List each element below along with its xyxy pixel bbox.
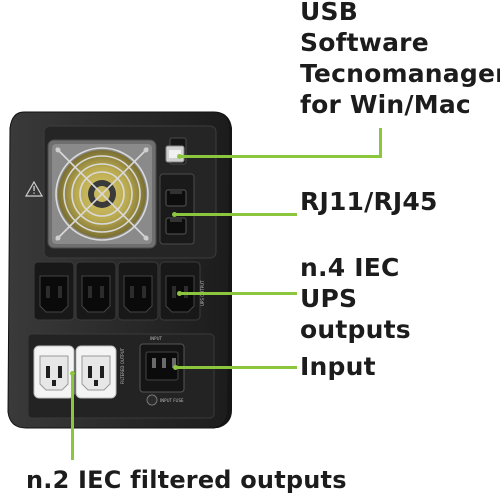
- rj-port-icon: [159, 173, 195, 245]
- leader-ups-outputs: [180, 292, 297, 295]
- leader-filtered-dot: [70, 371, 75, 376]
- ups-output-sockets: [33, 261, 201, 321]
- device-side-edge: [214, 112, 232, 428]
- leader-input: [176, 366, 297, 369]
- label-ups-outputs: n.4 IEC UPS outputs: [300, 252, 411, 345]
- label-usb-line-2: Software: [300, 28, 429, 57]
- label-filtered-outputs: n.2 IEC filtered outputs: [26, 466, 347, 494]
- leader-usb-vertical: [379, 128, 382, 158]
- label-ups-line-1: n.4 IEC: [300, 253, 400, 282]
- leader-filtered: [71, 374, 74, 460]
- label-rj11-rj45: RJ11/RJ45: [300, 187, 438, 216]
- ups-output-socket: [75, 261, 117, 321]
- label-ups-line-2: UPS: [300, 284, 358, 313]
- label-usb-line-1: USB: [300, 0, 358, 26]
- label-ups-line-3: outputs: [300, 315, 411, 344]
- filtered-output-socket: [75, 345, 117, 399]
- leader-usb-dot: [177, 154, 182, 159]
- panel-text-input-fuse: INPUT FUSE: [160, 398, 184, 403]
- label-input: Input: [300, 352, 376, 381]
- fan-grille: [55, 147, 149, 241]
- label-usb-line-3: Tecnomanager: [300, 59, 500, 88]
- panel-text-filtered-output: FILTERED OUTPUT: [120, 347, 125, 384]
- panel-text-input: INPUT: [150, 336, 163, 341]
- leader-usb-horizontal: [180, 155, 381, 158]
- filtered-output-sockets: [33, 345, 117, 399]
- leader-input-dot: [173, 365, 178, 370]
- filtered-output-socket: [33, 345, 75, 399]
- label-usb-line-4: for Win/Mac: [300, 90, 471, 119]
- warning-triangle-icon: [24, 180, 44, 197]
- ups-output-socket: [117, 261, 159, 321]
- leader-rj-dot: [172, 212, 177, 217]
- label-usb-software: USB Software Tecnomanager for Win/Mac: [300, 0, 500, 120]
- leader-ups-dot: [177, 291, 182, 296]
- input-fuse: [146, 394, 158, 406]
- leader-rj: [175, 213, 297, 216]
- input-socket: [139, 343, 185, 393]
- ups-output-socket: [33, 261, 75, 321]
